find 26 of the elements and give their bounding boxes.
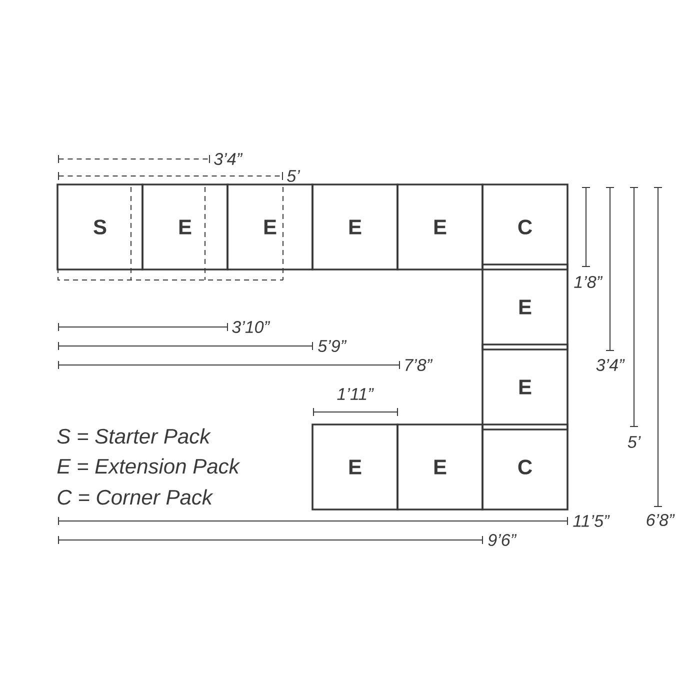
pack-square: E (312, 184, 398, 270)
legend-text: C = Corner Pack (58, 489, 214, 505)
pack-square: E (396, 184, 484, 270)
dimension-label: 7’8” (405, 359, 433, 372)
pack-square: E (482, 344, 568, 430)
dimension-label: 5’9” (318, 340, 347, 352)
dimension-label: 1’11” (337, 388, 374, 400)
dimension-label: 5’ (287, 170, 300, 182)
pack-square: C (482, 424, 568, 510)
pack-square: E (142, 184, 228, 270)
pack-square: E (396, 424, 484, 510)
dimension-label: 3’10” (232, 320, 270, 334)
dimension-label: 5’ (628, 436, 641, 448)
dimension-label: 3’4” (596, 358, 625, 372)
dimension-label: 1’8” (574, 276, 603, 288)
dimension-label: 9’6” (488, 534, 517, 546)
dimension-label: 3’4” (214, 152, 243, 166)
pack-square: E (226, 184, 314, 270)
dimension-label: 6’8” (646, 514, 675, 526)
pack-square: S (56, 184, 144, 270)
legend-text: S = Starter Pack (57, 428, 211, 444)
legend-text: E = Extension Pack (57, 458, 240, 474)
pack-square: E (312, 424, 398, 510)
dimension-label: 11’5” (573, 515, 610, 527)
pack-square: E (482, 264, 568, 350)
pack-square: C (482, 184, 568, 270)
